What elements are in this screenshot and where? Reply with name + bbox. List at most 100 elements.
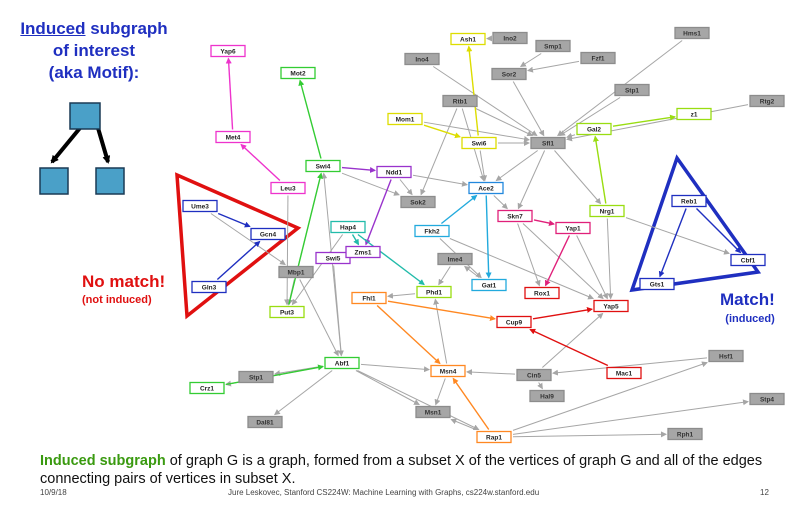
node-label: Mbp1 (288, 270, 305, 277)
edge-Leu3-Put3 (284, 195, 291, 306)
node-Gcn4: Gcn4 (250, 227, 286, 241)
edge-Nrg1-Gal2 (593, 135, 607, 204)
edge-Msn4-Phd1 (433, 298, 448, 364)
edge-Hap4-Phd1 (357, 233, 425, 286)
node-box (247, 415, 283, 429)
node-box (280, 66, 316, 80)
node-box (345, 245, 381, 259)
edge-Mac1-Cup9 (529, 328, 609, 367)
node-Swi5: Swi5 (315, 251, 351, 265)
node-Smp1: Smp1 (535, 39, 571, 53)
footer-credit: Jure Leskovec, Stanford CS224W: Machine … (228, 488, 540, 497)
node-Stp4: Stp4 (749, 392, 785, 406)
node-label: Rap1 (486, 435, 502, 442)
edge-Reb1-Gts1 (658, 208, 687, 278)
node-box (404, 52, 440, 66)
node-label: Smp1 (544, 44, 562, 51)
edge-Fhl1-Msn4 (376, 304, 441, 365)
node-Mac1: Mac1 (606, 366, 642, 380)
node-label: Gln3 (202, 285, 217, 292)
node-Sfl1: Sfl1 (530, 136, 566, 150)
node-box (437, 252, 473, 266)
node-box (305, 159, 341, 173)
node-box (576, 122, 612, 136)
edge-Ndd1-Ace2 (412, 174, 468, 187)
node-box (671, 194, 707, 208)
caption-term: Induced subgraph (40, 453, 166, 469)
edge-Nrg1-Yap5 (606, 218, 614, 300)
node-Swi4: Swi4 (305, 159, 341, 173)
node-Cbf1: Cbf1 (730, 253, 766, 267)
node-label: Msn4 (440, 369, 457, 376)
node-Hap4: Hap4 (330, 220, 366, 234)
node-box (676, 107, 712, 121)
edge-Rtb1-Sfl1 (475, 108, 534, 137)
node-label: Nrg1 (600, 209, 615, 216)
node-box (593, 299, 629, 313)
no-match-triangle (175, 172, 302, 320)
edge-Ace2-Skn7 (493, 195, 508, 210)
node-box (351, 291, 387, 305)
node-Ume3: Ume3 (182, 199, 218, 213)
motif-edge-right (96, 127, 111, 164)
node-label: Hsf1 (719, 354, 733, 361)
edge-Sfl1-Skn7 (517, 150, 546, 210)
node-label: Cin5 (527, 373, 541, 380)
edge-Met4-Yap6 (225, 57, 234, 130)
node-Zms1: Zms1 (345, 245, 381, 259)
node-box (442, 94, 478, 108)
edge-Abf1-Rap1 (357, 370, 480, 431)
node-label: Ndd1 (386, 170, 403, 177)
node-Ino2: Ino2 (492, 31, 528, 45)
node-label: Ime4 (448, 257, 463, 264)
edge-Put3-Swi4 (288, 172, 323, 305)
node-label: Skn7 (507, 214, 523, 221)
node-Gts1: Gts1 (639, 277, 675, 291)
node-label: Stp4 (760, 397, 774, 404)
edge-Rap1-Stp4 (512, 399, 749, 435)
node-Rtg2: Rtg2 (749, 94, 785, 108)
edge-Fhl1-Cup9 (387, 300, 496, 321)
node-Fhl1: Fhl1 (351, 291, 387, 305)
edge-Hap4-Zms1 (351, 234, 360, 246)
node-label: Hap4 (340, 225, 356, 232)
node-Cin5: Cin5 (516, 368, 552, 382)
edge-Ume3-Mbp1 (210, 213, 286, 266)
node-label: Gal2 (587, 127, 601, 134)
node-Gat1: Gat1 (471, 278, 507, 292)
node-Yap1: Yap1 (555, 221, 591, 235)
edge-Rap1-Msn4 (452, 377, 490, 430)
node-box (555, 221, 591, 235)
edge-Swi4-Ndd1 (341, 166, 376, 173)
node-label: Leu3 (280, 186, 296, 193)
node-Ace2: Ace2 (468, 181, 504, 195)
node-box (496, 315, 532, 329)
edge-Gat1-Ime4 (464, 265, 480, 278)
footer-page: 12 (760, 488, 769, 497)
node-Rtb1: Rtb1 (442, 94, 478, 108)
node-label: Fzf1 (592, 56, 605, 63)
node-box (749, 392, 785, 406)
edge-Swi4-Mot2 (298, 79, 322, 159)
node-Rph1: Rph1 (667, 427, 703, 441)
node-Dal81: Dal81 (247, 415, 283, 429)
node-box (269, 305, 305, 319)
node-label: Stp1 (625, 88, 639, 95)
node-label: Fhl1 (362, 296, 376, 303)
edge-Mom1-Swi6 (423, 124, 461, 139)
edge-Leu3-Met4 (240, 143, 281, 182)
node-label: Rtg2 (760, 99, 775, 106)
heading-induced: Induced (20, 19, 86, 38)
node-box (210, 44, 246, 58)
footer-date: 10/9/18 (40, 488, 67, 497)
motif-edge-left (50, 126, 82, 164)
node-Ash1: Ash1 (450, 32, 486, 46)
edge-Rap1-Rph1 (512, 431, 667, 438)
node-label: Reb1 (681, 199, 697, 206)
node-label: Rph1 (677, 432, 694, 439)
node-Msn4: Msn4 (430, 364, 466, 378)
edge-Rap1-Msn1 (450, 418, 476, 430)
edge-Ndd1-Sok2 (399, 179, 413, 196)
node-label: Sok2 (410, 200, 426, 207)
